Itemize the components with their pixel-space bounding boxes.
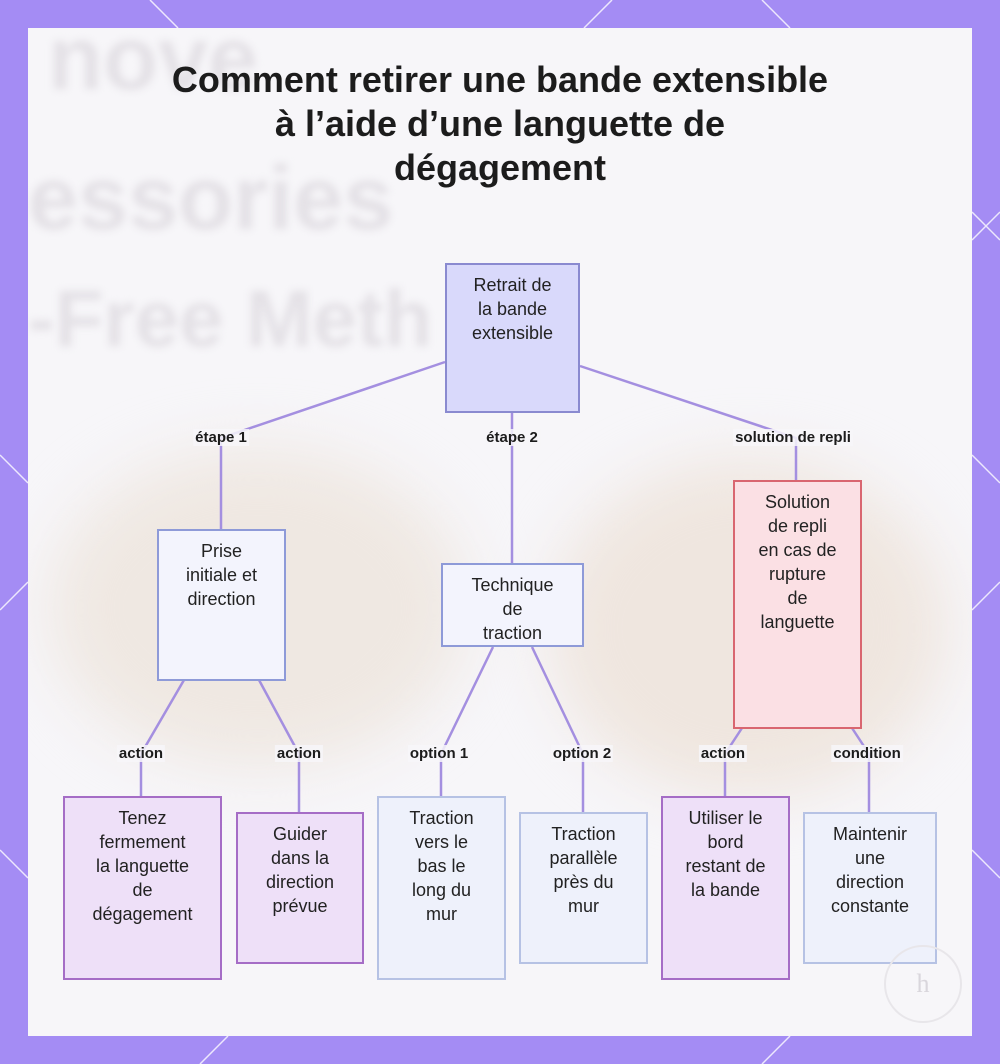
node-tenez-languette: Tenez fermement la languette de dégageme…	[63, 796, 222, 980]
node-maintenir-direction: Maintenir une direction constante	[803, 812, 937, 964]
node-prise-initiale: Prise initiale et direction	[157, 529, 286, 681]
edge-label-option1: option 1	[408, 745, 470, 762]
edge-label-action: action	[275, 745, 323, 762]
edge-label-solution-repli: solution de repli	[733, 429, 853, 446]
watermark-logo: h	[884, 945, 962, 1023]
node-retrait-bande: Retrait de la bande extensible	[445, 263, 580, 413]
node-traction-parallele: Traction parallèle près du mur	[519, 812, 648, 964]
node-traction-bas: Traction vers le bas le long du mur	[377, 796, 506, 980]
edge-condition	[852, 728, 869, 812]
node-technique-traction: Technique de traction	[441, 563, 584, 647]
edge-option1	[441, 647, 493, 796]
edge-action-utiliser	[725, 728, 742, 796]
node-guider-direction: Guider dans la direction prévue	[236, 812, 364, 964]
edge-label-option2: option 2	[551, 745, 613, 762]
node-solution-repli: Solution de repli en cas de rupture de l…	[733, 480, 862, 729]
edge-label-etape2: étape 2	[484, 429, 540, 446]
edge-label-condition: condition	[831, 745, 903, 762]
edge-action-tenez	[141, 680, 184, 796]
edge-label-action: action	[117, 745, 165, 762]
logo-letter: h	[917, 969, 930, 999]
edge-etape1	[221, 362, 445, 529]
edge-solution-repli	[580, 366, 796, 480]
node-utiliser-bord: Utiliser le bord restant de la bande	[661, 796, 790, 980]
edge-label-action: action	[699, 745, 747, 762]
edge-label-etape1: étape 1	[193, 429, 249, 446]
edge-option2	[532, 647, 583, 812]
